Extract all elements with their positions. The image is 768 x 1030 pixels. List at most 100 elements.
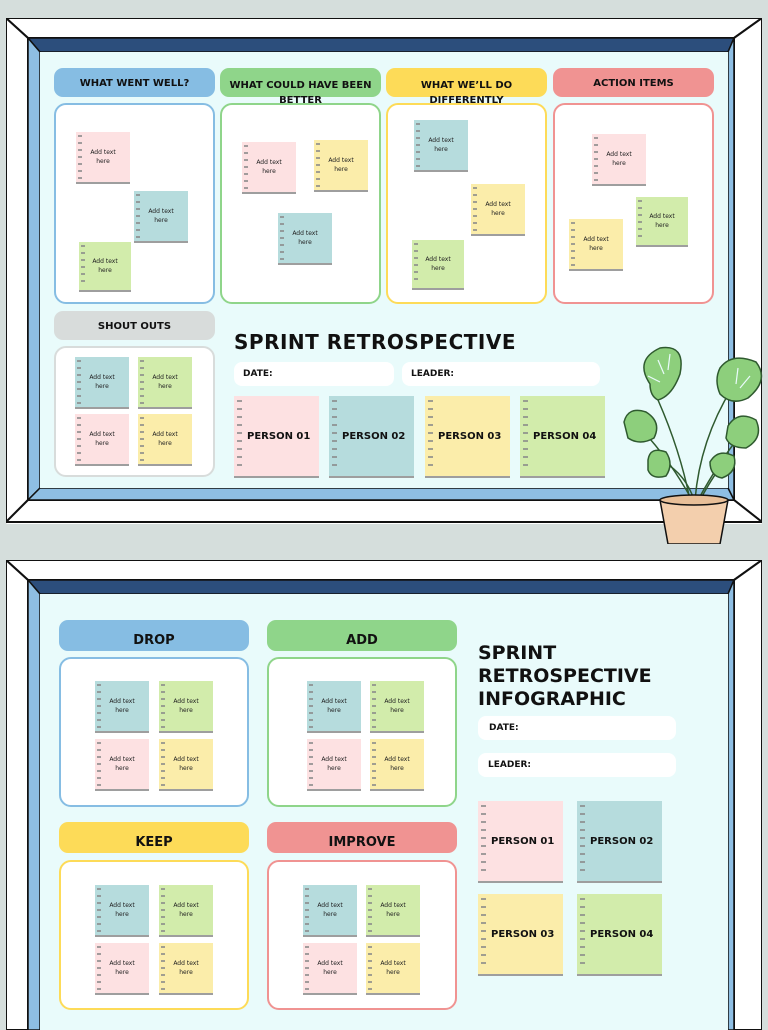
spiral-binding-icon xyxy=(481,805,486,877)
sticky-note[interactable]: Add text here xyxy=(366,943,420,995)
header-action-items: ACTION ITEMS xyxy=(553,68,714,97)
spiral-binding-icon xyxy=(280,216,284,260)
person-label: PERSON 03 xyxy=(438,430,502,442)
sticky-note[interactable]: Add text here xyxy=(138,414,192,466)
sticky-note[interactable]: Add text here xyxy=(95,885,149,937)
note-text: Add text here xyxy=(380,902,406,918)
sticky-note[interactable]: Add text here xyxy=(95,681,149,733)
person-card-02[interactable]: PERSON 02 xyxy=(577,801,662,883)
person-label: PERSON 01 xyxy=(491,835,555,847)
note-text: Add text here xyxy=(321,756,347,772)
note-text: Add text here xyxy=(606,151,632,167)
spiral-binding-icon xyxy=(77,360,81,404)
sticky-note[interactable]: Add text here xyxy=(303,943,357,995)
spiral-binding-icon xyxy=(473,187,477,231)
person-card-01[interactable]: PERSON 01 xyxy=(478,801,563,883)
spiral-binding-icon xyxy=(97,946,101,990)
header-what-went-well: WHAT WENT WELL? xyxy=(54,68,215,97)
sticky-note[interactable]: Add text here xyxy=(414,120,468,172)
note-text: Add text here xyxy=(384,756,410,772)
note-text: Add text here xyxy=(317,960,343,976)
note-text: Add text here xyxy=(89,374,115,390)
spiral-binding-icon xyxy=(97,684,101,728)
note-text: Add text here xyxy=(583,236,609,252)
spiral-binding-icon xyxy=(368,946,372,990)
sticky-note[interactable]: Add text here xyxy=(159,885,213,937)
sticky-note[interactable]: Add text here xyxy=(471,184,525,236)
person-card-02[interactable]: PERSON 02 xyxy=(329,396,414,478)
sticky-note[interactable]: Add text here xyxy=(95,943,149,995)
sticky-note[interactable]: Add text here xyxy=(370,681,424,733)
sticky-note[interactable]: Add text here xyxy=(307,739,361,791)
sticky-note[interactable]: Add text here xyxy=(370,739,424,791)
header-label: DROP xyxy=(133,633,175,648)
section-box-add xyxy=(267,657,457,807)
sticky-note[interactable]: Add text here xyxy=(412,240,464,290)
leader-field[interactable]: LEADER: xyxy=(402,362,600,386)
note-text: Add text here xyxy=(152,374,178,390)
spiral-binding-icon xyxy=(428,400,433,472)
spiral-binding-icon xyxy=(316,143,320,187)
note-text: Add text here xyxy=(109,902,135,918)
spiral-binding-icon xyxy=(161,946,165,990)
header-what-well-do-differently: WHAT WE’LL DO DIFFERENTLY xyxy=(386,68,547,106)
spiral-binding-icon xyxy=(481,898,486,970)
spiral-binding-icon xyxy=(140,417,144,461)
sticky-note[interactable]: Add text here xyxy=(307,681,361,733)
note-text: Add text here xyxy=(428,137,454,153)
date-field[interactable]: DATE: xyxy=(234,362,394,386)
sticky-note[interactable]: Add text here xyxy=(303,885,357,937)
sticky-note[interactable]: Add text here xyxy=(278,213,332,265)
note-text: Add text here xyxy=(321,698,347,714)
spiral-binding-icon xyxy=(305,888,309,932)
spiral-binding-icon xyxy=(309,684,313,728)
note-text: Add text here xyxy=(109,960,135,976)
person-label: PERSON 04 xyxy=(590,928,654,940)
note-text: Add text here xyxy=(173,756,199,772)
person-card-01[interactable]: PERSON 01 xyxy=(234,396,319,478)
person-card-03[interactable]: PERSON 03 xyxy=(478,894,563,976)
sticky-note[interactable]: Add text here xyxy=(95,739,149,791)
leader-label: LEADER: xyxy=(488,760,531,770)
spiral-binding-icon xyxy=(161,742,165,786)
note-text: Add text here xyxy=(485,201,511,217)
spiral-binding-icon xyxy=(97,888,101,932)
sticky-note[interactable]: Add text here xyxy=(134,191,188,243)
board-frame xyxy=(6,560,762,1030)
leader-field[interactable]: LEADER: xyxy=(478,753,676,777)
person-card-04[interactable]: PERSON 04 xyxy=(520,396,605,478)
sticky-note[interactable]: Add text here xyxy=(138,357,192,409)
header-label: WHAT WE’LL DO DIFFERENTLY xyxy=(420,80,513,106)
spiral-binding-icon xyxy=(372,684,376,728)
sticky-note[interactable]: Add text here xyxy=(159,681,213,733)
title-line-3: INFOGRAPHIC xyxy=(478,688,626,710)
section-box-drop xyxy=(59,657,249,807)
note-text: Add text here xyxy=(92,258,118,274)
date-field[interactable]: DATE: xyxy=(478,716,676,740)
spiral-binding-icon xyxy=(594,137,598,181)
header-improve: IMPROVE xyxy=(267,822,457,853)
person-label: PERSON 02 xyxy=(342,430,406,442)
person-card-03[interactable]: PERSON 03 xyxy=(425,396,510,478)
sticky-note[interactable]: Add text here xyxy=(636,197,688,247)
sticky-note[interactable]: Add text here xyxy=(79,242,131,292)
sticky-note[interactable]: Add text here xyxy=(159,943,213,995)
sticky-note[interactable]: Add text here xyxy=(366,885,420,937)
sticky-note[interactable]: Add text here xyxy=(592,134,646,186)
note-text: Add text here xyxy=(384,698,410,714)
sticky-note[interactable]: Add text here xyxy=(159,739,213,791)
sticky-note[interactable]: Add text here xyxy=(75,357,129,409)
person-card-04[interactable]: PERSON 04 xyxy=(577,894,662,976)
note-text: Add text here xyxy=(109,756,135,772)
note-text: Add text here xyxy=(89,431,115,447)
sticky-note[interactable]: Add text here xyxy=(75,414,129,466)
person-label: PERSON 04 xyxy=(533,430,597,442)
sticky-note[interactable]: Add text here xyxy=(314,140,368,192)
header-shout-outs: SHOUT OUTS xyxy=(54,311,215,340)
sticky-note[interactable]: Add text here xyxy=(242,142,296,194)
sticky-note[interactable]: Add text here xyxy=(76,132,130,184)
sticky-note[interactable]: Add text here xyxy=(569,219,623,271)
spiral-binding-icon xyxy=(97,742,101,786)
spiral-binding-icon xyxy=(571,222,575,266)
board-frame xyxy=(6,18,762,524)
